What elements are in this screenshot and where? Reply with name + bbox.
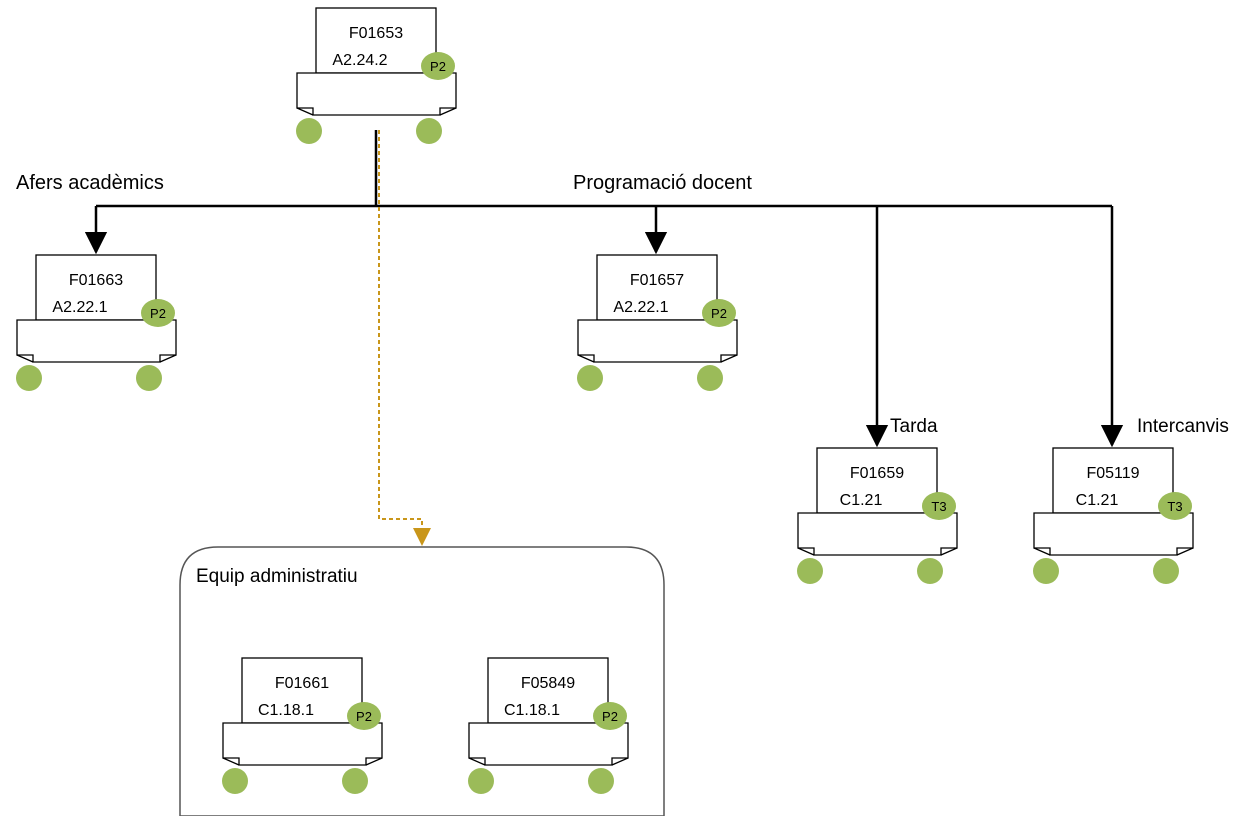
node-top-box bbox=[596, 254, 718, 321]
badge-icon bbox=[702, 299, 736, 327]
node-top-box bbox=[1052, 447, 1174, 514]
node-base-fold-right bbox=[940, 547, 958, 556]
wheel-right-icon bbox=[697, 365, 723, 391]
node-top-box bbox=[487, 657, 609, 724]
connector-dashed-arrowhead bbox=[413, 528, 431, 546]
badge-label: P2 bbox=[356, 709, 372, 724]
node-base-fold-left bbox=[577, 354, 595, 363]
label-equip-administratiu: Equip administratiu bbox=[196, 566, 358, 587]
wheel-left-icon bbox=[577, 365, 603, 391]
node-grade: A2.24.2 bbox=[332, 52, 387, 69]
wheel-right-icon bbox=[416, 118, 442, 144]
node-base-shape bbox=[1033, 512, 1194, 556]
wheel-right-icon bbox=[588, 768, 614, 794]
node-code: F05119 bbox=[1086, 465, 1139, 482]
node-base-fold-right bbox=[159, 354, 177, 363]
connector-dashed-to-group bbox=[378, 130, 423, 530]
wheel-right-icon bbox=[342, 768, 368, 794]
badge-icon bbox=[922, 492, 956, 520]
node-base-fold-right bbox=[1176, 547, 1194, 556]
badge-icon bbox=[141, 299, 175, 327]
node-base-fold-right bbox=[365, 757, 383, 766]
node-top-box bbox=[315, 7, 437, 74]
wheel-left-icon bbox=[296, 118, 322, 144]
badge-icon bbox=[421, 52, 455, 80]
group-equip-administratiu bbox=[179, 546, 665, 816]
wheel-left-icon bbox=[16, 365, 42, 391]
node-base-fold-left bbox=[797, 547, 815, 556]
node-code: F05849 bbox=[521, 675, 575, 692]
node-base-fold-left bbox=[222, 757, 240, 766]
node-code: F01657 bbox=[630, 272, 684, 289]
node-base-fold-right bbox=[611, 757, 629, 766]
node-base-fold-left bbox=[1033, 547, 1051, 556]
label-afers-academics: Afers acadèmics bbox=[16, 172, 164, 194]
wheel-right-icon bbox=[917, 558, 943, 584]
node-grade: A2.22.1 bbox=[613, 299, 668, 316]
badge-label: P2 bbox=[711, 306, 727, 321]
node-base-fold-left bbox=[16, 354, 34, 363]
node-base-fold-left bbox=[468, 757, 486, 766]
wheel-right-icon bbox=[1153, 558, 1179, 584]
node-top-box bbox=[35, 254, 157, 321]
label-intercanvis: Intercanvis bbox=[1137, 416, 1229, 437]
node-code: F01659 bbox=[850, 465, 904, 482]
badge-icon bbox=[347, 702, 381, 730]
badge-label: T3 bbox=[931, 499, 946, 514]
connectors bbox=[84, 130, 1124, 546]
wheel-left-icon bbox=[797, 558, 823, 584]
node-base-shape bbox=[296, 72, 457, 116]
node-base-shape bbox=[797, 512, 958, 556]
wheel-left-icon bbox=[1033, 558, 1059, 584]
node-base-shape bbox=[577, 319, 738, 363]
wheel-left-icon bbox=[468, 768, 494, 794]
node-grade: C1.18.1 bbox=[504, 702, 560, 719]
node-grade: C1.21 bbox=[840, 492, 883, 509]
badge-icon bbox=[593, 702, 627, 730]
node-grade: A2.22.1 bbox=[52, 299, 107, 316]
wheel-left-icon bbox=[222, 768, 248, 794]
node-base-fold-right bbox=[439, 107, 457, 116]
badge-icon bbox=[1158, 492, 1192, 520]
node-code: F01661 bbox=[275, 675, 329, 692]
node-top-box bbox=[241, 657, 363, 724]
node-code: F01663 bbox=[69, 272, 123, 289]
node-base-fold-left bbox=[296, 107, 314, 116]
badge-label: T3 bbox=[1167, 499, 1182, 514]
node-base-shape bbox=[222, 722, 383, 766]
node-base-shape bbox=[468, 722, 629, 766]
badge-label: P2 bbox=[150, 306, 166, 321]
label-tarda: Tarda bbox=[890, 416, 938, 437]
node-base-fold-right bbox=[720, 354, 738, 363]
node-base-shape bbox=[16, 319, 177, 363]
badge-label: P2 bbox=[602, 709, 618, 724]
node-code: F01653 bbox=[349, 25, 403, 42]
badge-label: P2 bbox=[430, 59, 446, 74]
node-grade: C1.18.1 bbox=[258, 702, 314, 719]
label-programacio-docent: Programació docent bbox=[573, 172, 752, 194]
wheel-right-icon bbox=[136, 365, 162, 391]
node-grade: C1.21 bbox=[1076, 492, 1119, 509]
